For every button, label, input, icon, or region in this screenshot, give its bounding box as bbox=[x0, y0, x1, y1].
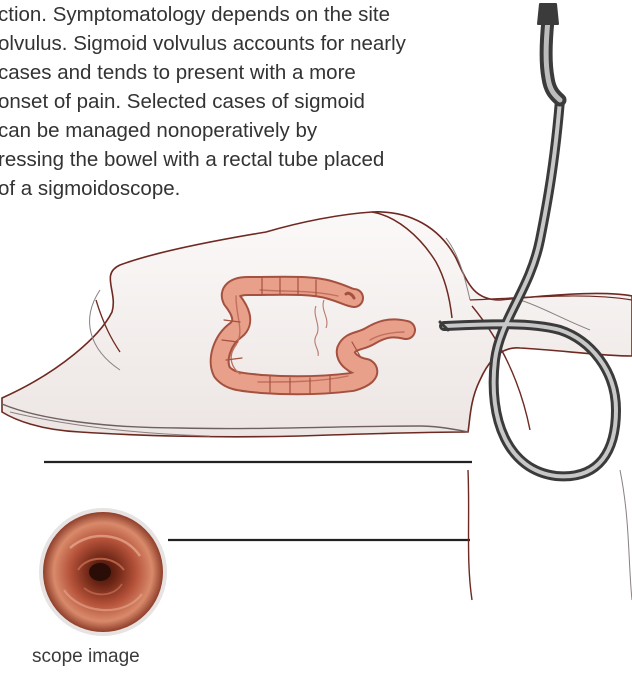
scope-image-caption: scope image bbox=[32, 646, 140, 668]
scope-view-icon bbox=[39, 508, 167, 636]
